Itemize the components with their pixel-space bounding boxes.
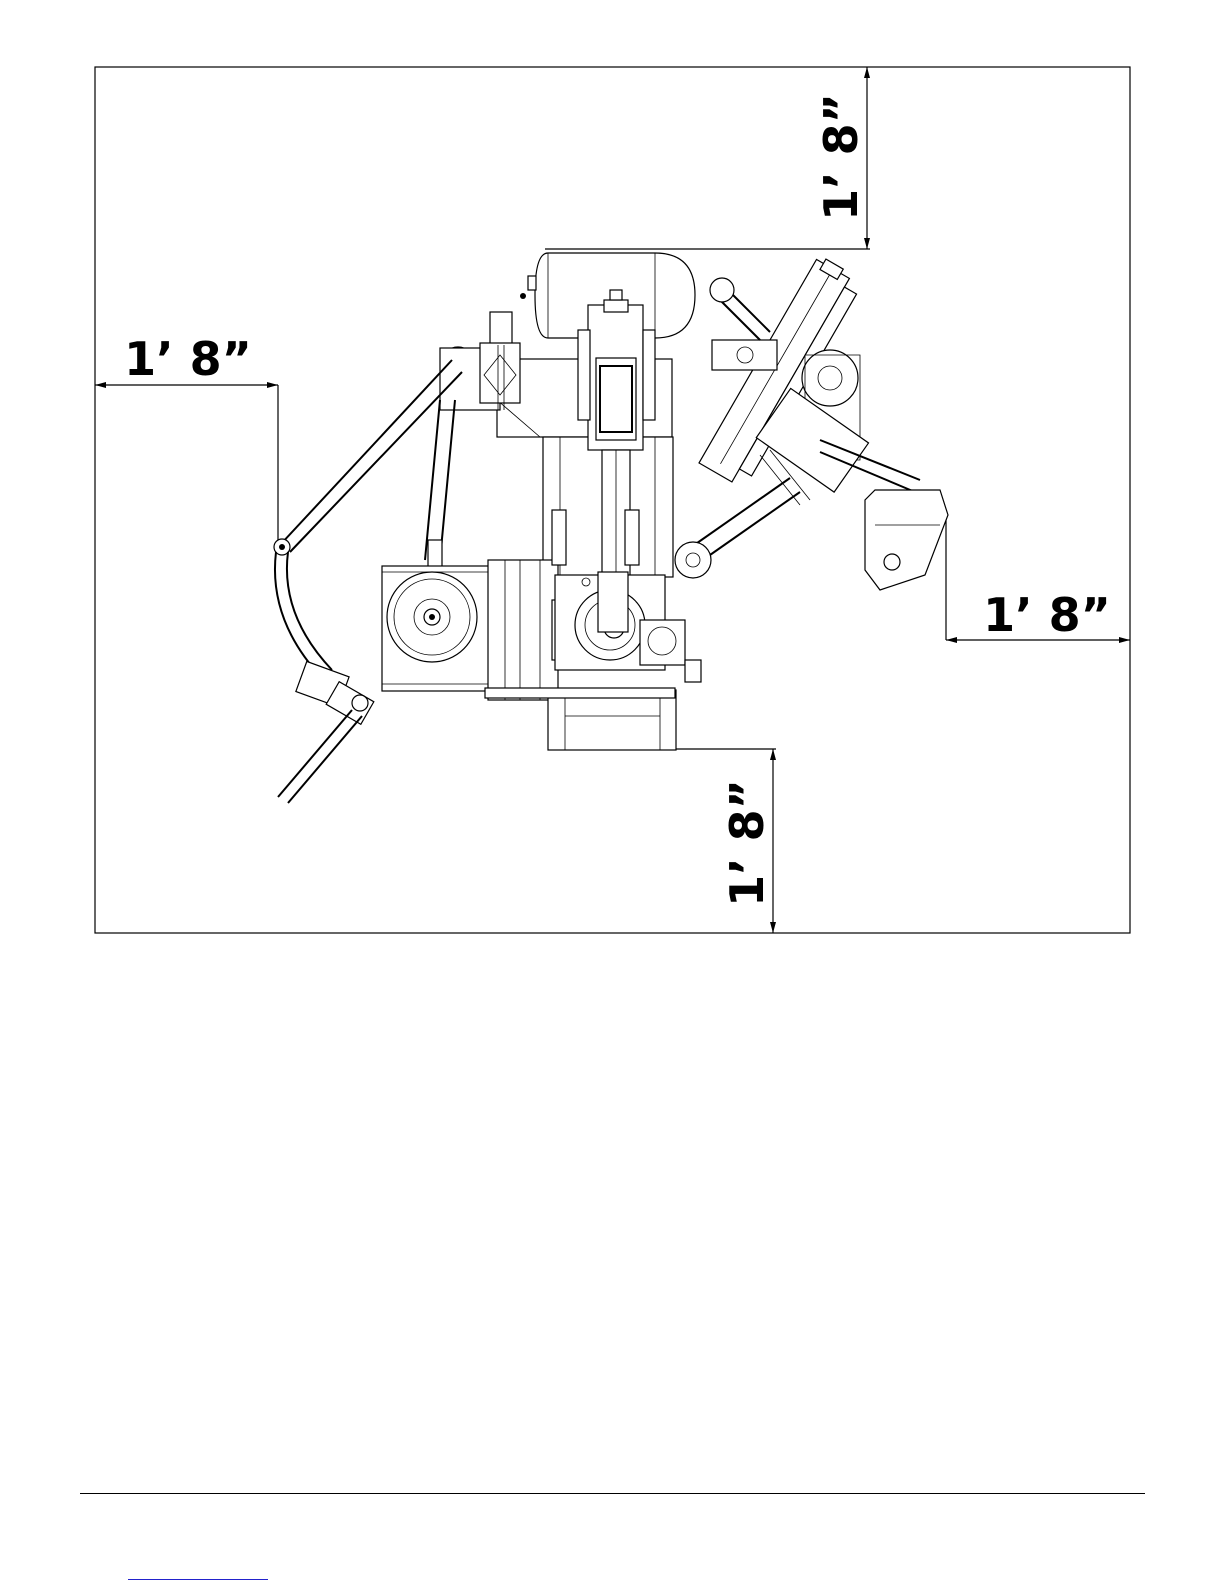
dimension-bottom-label: 1’ 8” [720, 779, 774, 907]
footer-divider [80, 1493, 1145, 1494]
tire-changer-machine [274, 253, 948, 803]
footer-link-underline[interactable] [128, 1579, 268, 1580]
dimension-right: 1’ 8” [946, 510, 1130, 643]
dimension-top-label: 1’ 8” [814, 93, 868, 221]
bead-breaker-block [480, 312, 520, 410]
helper-arm-upper [710, 278, 777, 370]
dimension-left: 1’ 8” [95, 332, 278, 540]
base-feet [485, 688, 676, 750]
dimension-top: 1’ 8” [545, 67, 870, 249]
dimension-left-label: 1’ 8” [124, 332, 252, 386]
turntable-base [382, 566, 494, 691]
dimension-bottom: 1’ 8” [548, 749, 776, 933]
dimension-right-label: 1’ 8” [983, 588, 1111, 642]
inflation-unit [865, 490, 948, 590]
